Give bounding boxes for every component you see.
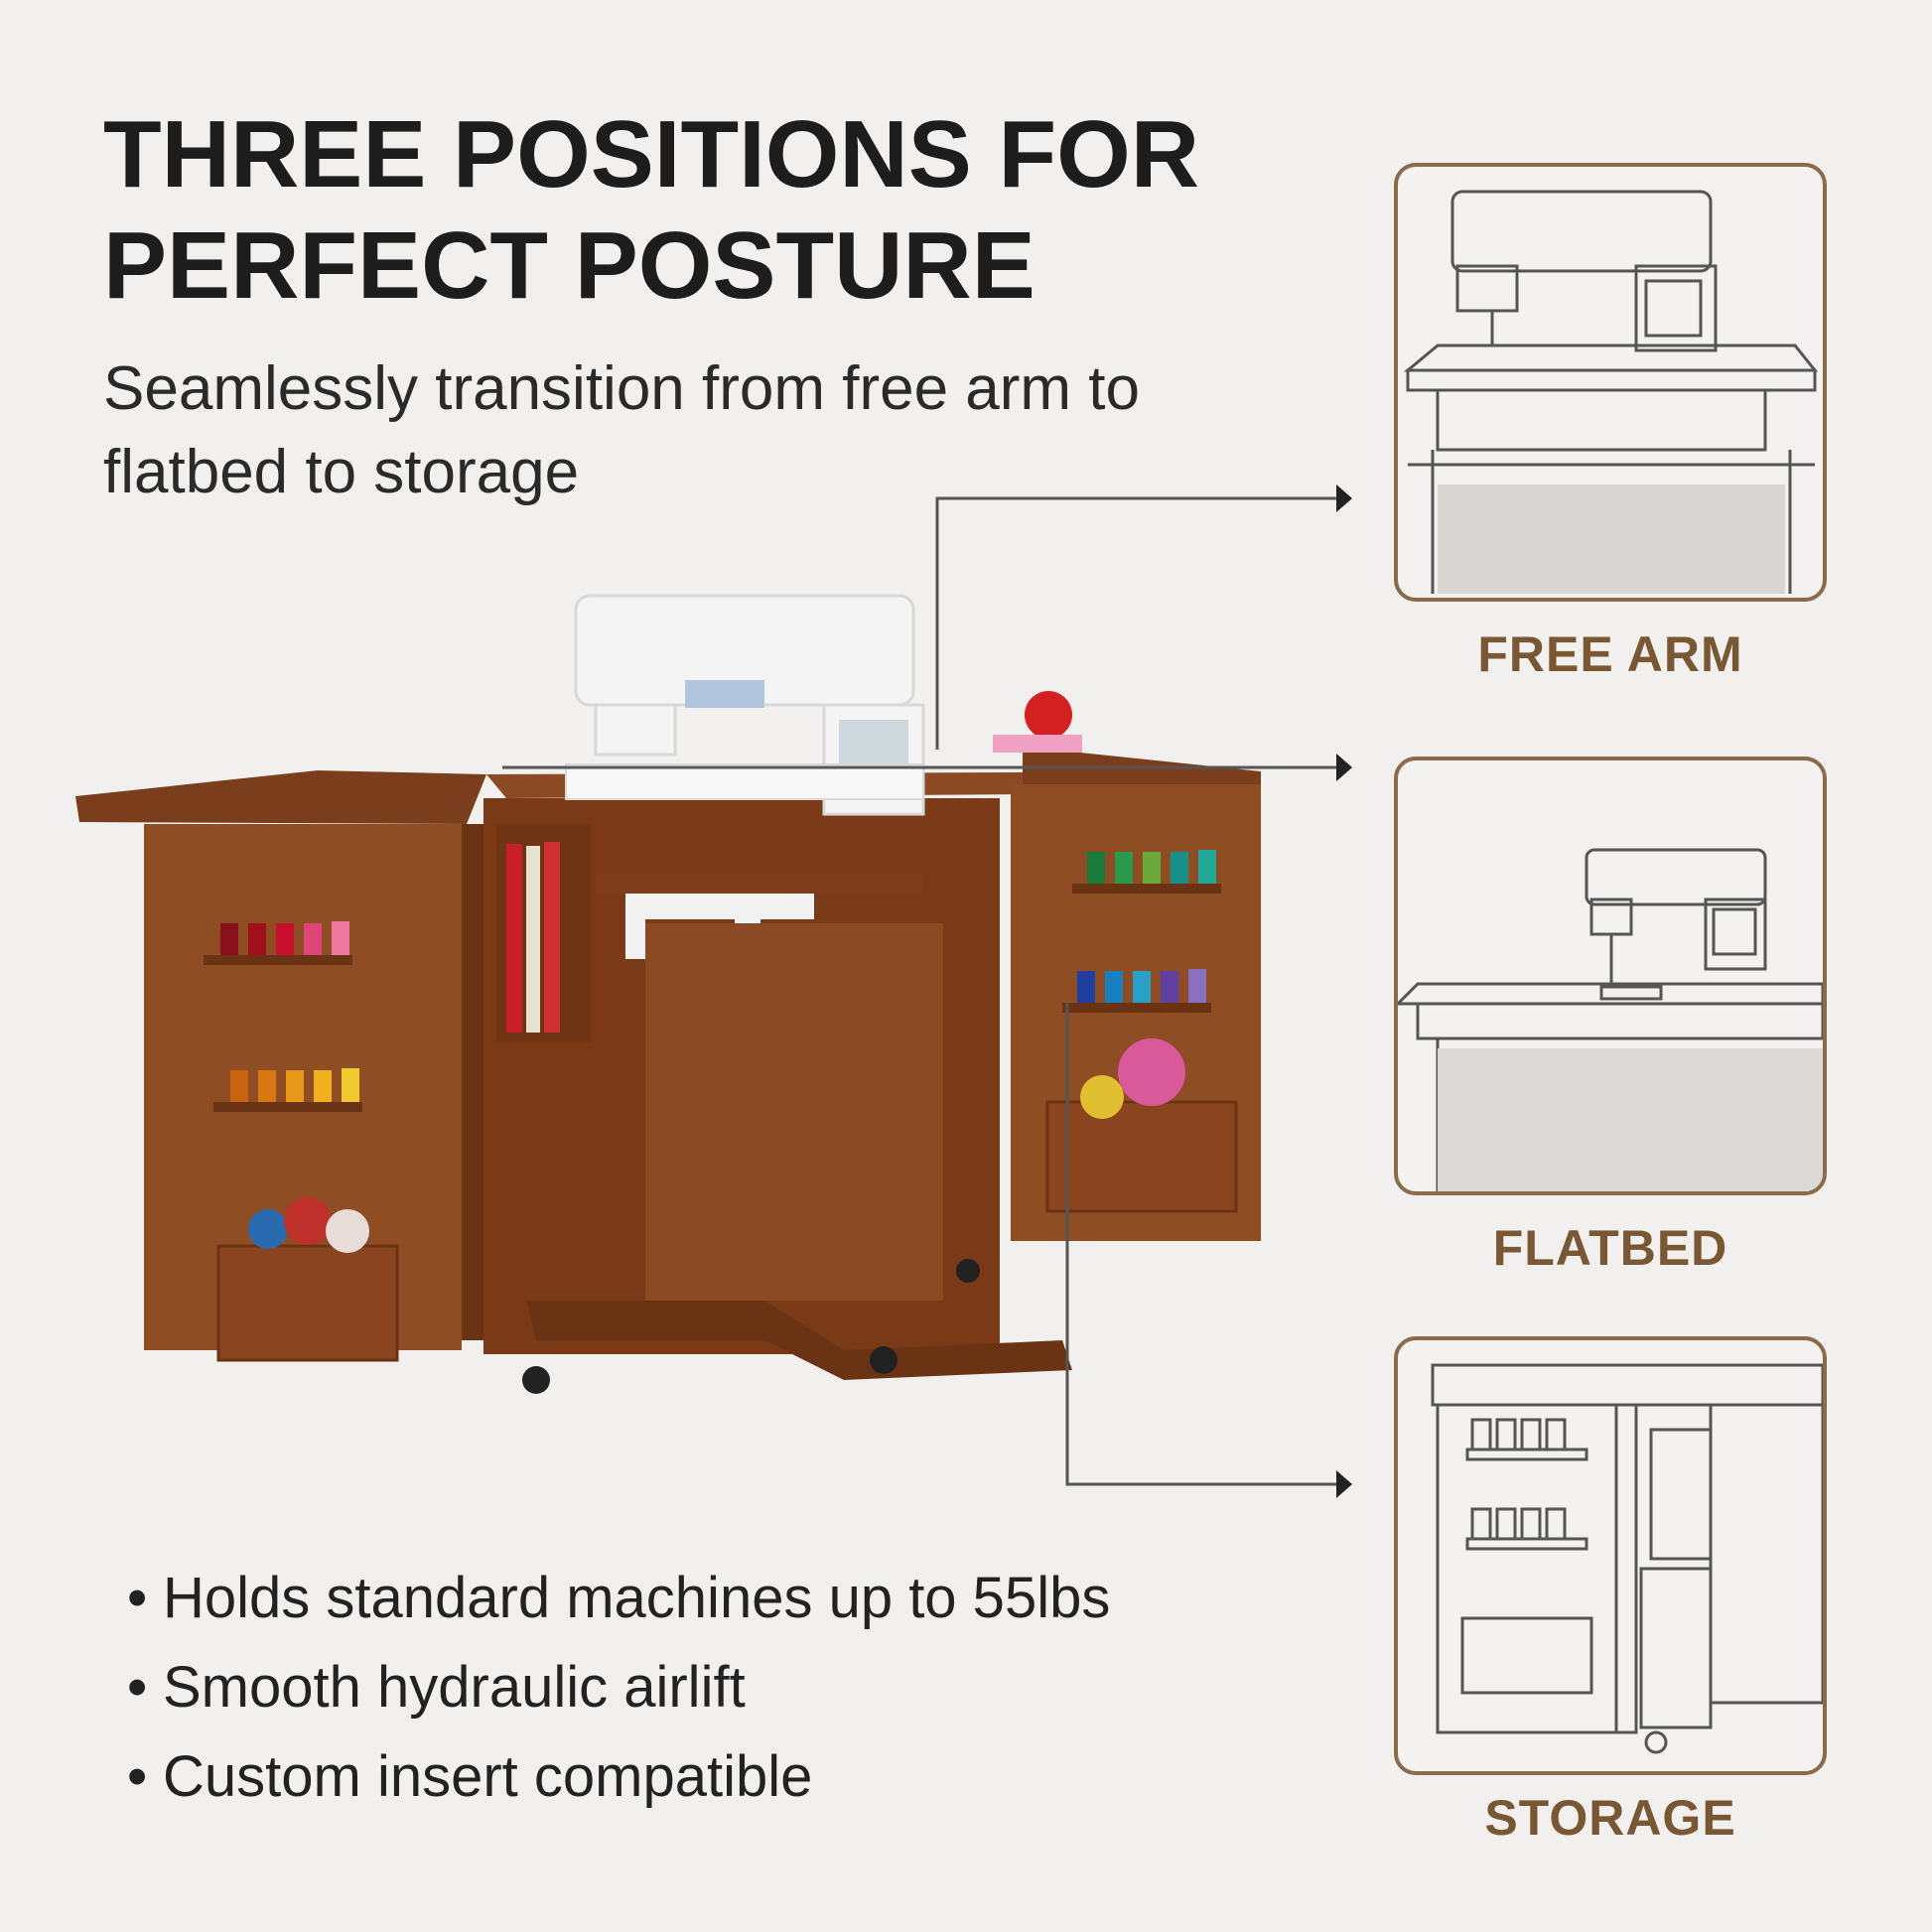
spools-left-top	[220, 921, 349, 955]
spools-left-bottom	[230, 1068, 359, 1102]
flatbed-sketch	[1398, 848, 1823, 1191]
label-storage: STORAGE	[1484, 1790, 1736, 1846]
feature-item: Custom insert compatible	[127, 1732, 1110, 1822]
label-flatbed: FLATBED	[1492, 1220, 1728, 1276]
position-panel-storage	[1394, 1336, 1827, 1775]
position-panel-free-arm	[1394, 163, 1827, 602]
feature-item: Holds standard machines up to 55lbs	[127, 1554, 1110, 1643]
label-free-arm: FREE ARM	[1477, 626, 1743, 682]
sewing-cabinet-photo	[75, 594, 1261, 1394]
feature-list: Holds standard machines up to 55lbs Smoo…	[127, 1554, 1110, 1822]
page-title: THREE POSITIONS FOR PERFECT POSTURE	[103, 101, 1200, 319]
spools-right-bottom	[1077, 969, 1206, 1003]
page-subtitle: Seamlessly transition from free arm to f…	[103, 354, 1141, 506]
position-panel-flatbed	[1394, 757, 1827, 1195]
storage-sketch	[1431, 1363, 1823, 1754]
free-arm-sketch	[1403, 190, 1819, 594]
feature-item: Smooth hydraulic airlift	[127, 1643, 1110, 1732]
spools-right-top	[1087, 850, 1216, 884]
